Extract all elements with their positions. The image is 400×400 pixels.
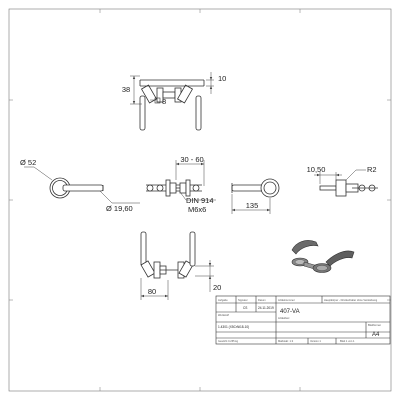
isometric-handle-image [291,240,355,273]
dim-dia1960-label: Ø 19,60 [106,204,133,213]
view-front-bottom: 80 20 [140,231,221,300]
view-top: 38 10 8 [122,72,226,131]
tb-header-artikelnummer: Artikelnummer [278,298,295,302]
dim-10-label: 10 [218,74,226,83]
view-front-center: 30 - 60 DIN 914 M6x6 [146,155,216,214]
view-end-right: 10,50 R2 [307,165,378,197]
dim-135-label: 135 [246,201,259,210]
tb-header-hauptkoerper: Hauptkörper - Drückerhalter ohne Verstär… [324,298,378,302]
tb-row1-signatur: CS [243,306,247,310]
tb-part-number: 407-VA [280,309,300,315]
view-side-135: 135 [231,178,280,214]
dim-1050-label: 10,50 [307,165,326,174]
tb-header-signatur: Signatur [238,298,248,302]
tb-sheet: Blatt 1 von 1 [340,339,355,343]
title-block: Aufgabe Signatur Datum Artikelnummer Hau… [215,295,391,345]
dim-20-label: 20 [213,283,221,292]
dim-r2-label: R2 [367,165,377,174]
tb-scale: Maßstab: 1:2 [278,339,294,343]
dim-38-label: 38 [122,85,130,94]
tb-desc-label: Artikelbez. [278,316,290,320]
tb-mass: Gewicht 0.265 kg [218,339,239,343]
tb-header-datum: Datum [258,298,266,302]
view-side-left: Ø 52 Ø 19,60 [20,158,140,213]
tb-row1-datum: 24.11.2019 [258,306,274,310]
tb-version: Version 1 [310,339,321,343]
tb-page-label: Blattformat [368,323,381,327]
tb-material-value: 1.4301 (X5CrNi18-10) [218,325,249,329]
dim-m6x6-label: M6x6 [188,205,206,214]
tb-page-size: A4 [372,332,380,338]
dim-dia52-label: Ø 52 [20,158,36,167]
square-symbol-icon [154,97,161,104]
dim-80-label: 80 [148,287,156,296]
dim-30-60-label: 30 - 60 [180,155,203,164]
dim-din914-label: DIN 914 [186,196,214,205]
tb-header-aufgabe: Aufgabe [218,298,228,302]
border-zone-ticks [9,9,391,391]
tb-material-label: Werkstoff [218,313,229,317]
dim-8-label: 8 [162,97,166,106]
